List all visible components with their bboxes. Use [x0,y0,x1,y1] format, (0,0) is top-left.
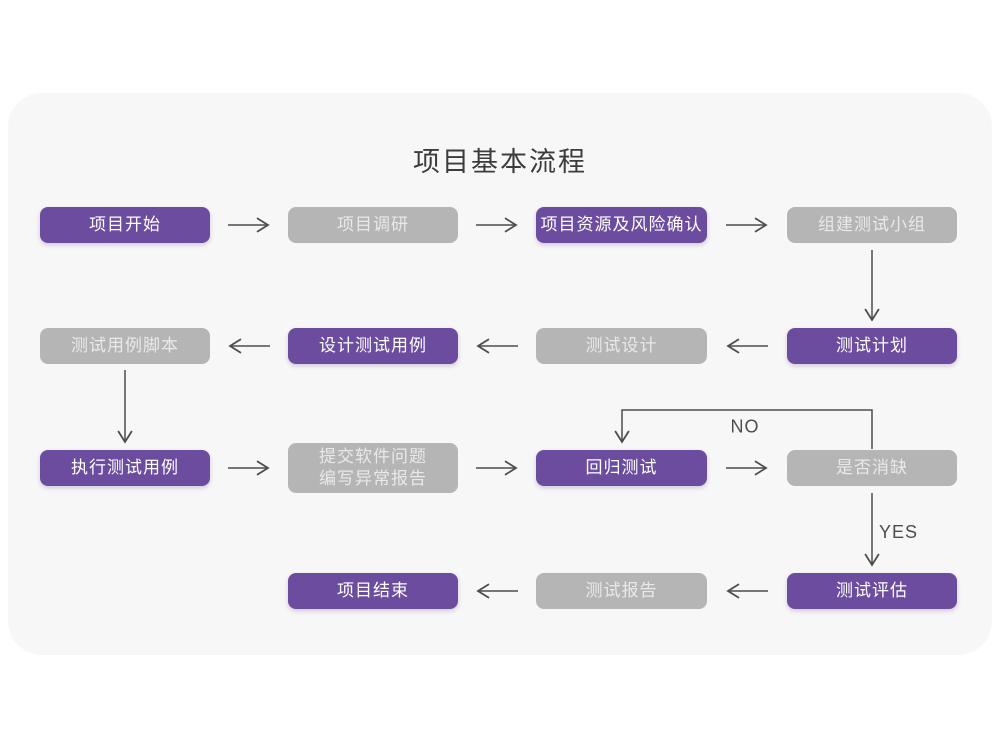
node-resource-risk: 项目资源及风险确认 [536,207,707,243]
node-execute-test-cases: 执行测试用例 [40,450,210,486]
node-submit-issue-report: 提交软件问题 编写异常报告 [288,443,458,493]
node-test-design: 测试设计 [536,328,707,364]
node-test-evaluation: 测试评估 [787,573,957,609]
node-build-test-team: 组建测试小组 [787,207,957,243]
node-test-case-script: 测试用例脚本 [40,328,210,364]
node-test-report: 测试报告 [536,573,707,609]
node-test-plan: 测试计划 [787,328,957,364]
node-regression-test: 回归测试 [536,450,707,486]
node-project-end: 项目结束 [288,573,458,609]
node-design-test-cases: 设计测试用例 [288,328,458,364]
page-title: 项目基本流程 [413,147,587,177]
edge-label-no: NO [730,416,760,437]
node-defect-resolved: 是否消缺 [787,450,957,486]
node-project-research: 项目调研 [288,207,458,243]
flowchart-card [8,93,992,655]
node-project-start: 项目开始 [40,207,210,243]
edge-label-yes: YES [879,522,919,542]
